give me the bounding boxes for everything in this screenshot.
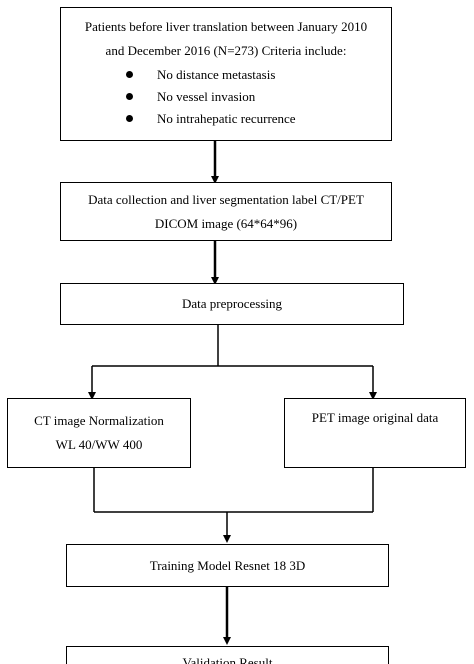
training-model-box: Training Model Resnet 18 3D (66, 544, 389, 587)
criteria-item-label: No distance metastasis (157, 67, 276, 82)
validation-result-box: Validation Result (66, 646, 389, 664)
ct-normalization-line-1: CT image Normalization (34, 413, 164, 428)
bullet-icon (126, 71, 133, 78)
pet-original-data-label: PET image original data (311, 410, 439, 425)
criteria-item: No distance metastasis (126, 64, 391, 86)
patients-criteria-box: Patients before liver translation betwee… (60, 7, 392, 141)
bullet-icon (126, 115, 133, 122)
data-collection-line-2: DICOM image (64*64*96) (154, 215, 298, 231)
validation-result-label: Validation Result (182, 655, 273, 664)
data-collection-line-1: Data collection and liver segmentation l… (88, 191, 364, 207)
criteria-item: No vessel invasion (126, 86, 391, 108)
criteria-item-label: No intrahepatic recurrence (157, 111, 296, 126)
criteria-item: No intrahepatic recurrence (126, 108, 391, 130)
patients-text-line-1: Patients before liver translation betwee… (84, 19, 368, 34)
ct-normalization-box: CT image Normalization WL 40/WW 400 (7, 398, 191, 468)
ct-normalization-line-2: WL 40/WW 400 (55, 437, 143, 452)
criteria-list: No distance metastasis No vessel invasio… (126, 64, 391, 130)
data-collection-box: Data collection and liver segmentation l… (60, 182, 392, 241)
training-model-label: Training Model Resnet 18 3D (149, 557, 306, 573)
pet-original-data-box: PET image original data (284, 398, 466, 468)
bullet-icon (126, 93, 133, 100)
patients-text-line-2: and December 2016 (N=273) Criteria inclu… (105, 43, 347, 58)
data-preprocessing-box: Data preprocessing (60, 283, 404, 325)
data-preprocessing-label: Data preprocessing (182, 296, 282, 311)
criteria-item-label: No vessel invasion (157, 89, 256, 104)
